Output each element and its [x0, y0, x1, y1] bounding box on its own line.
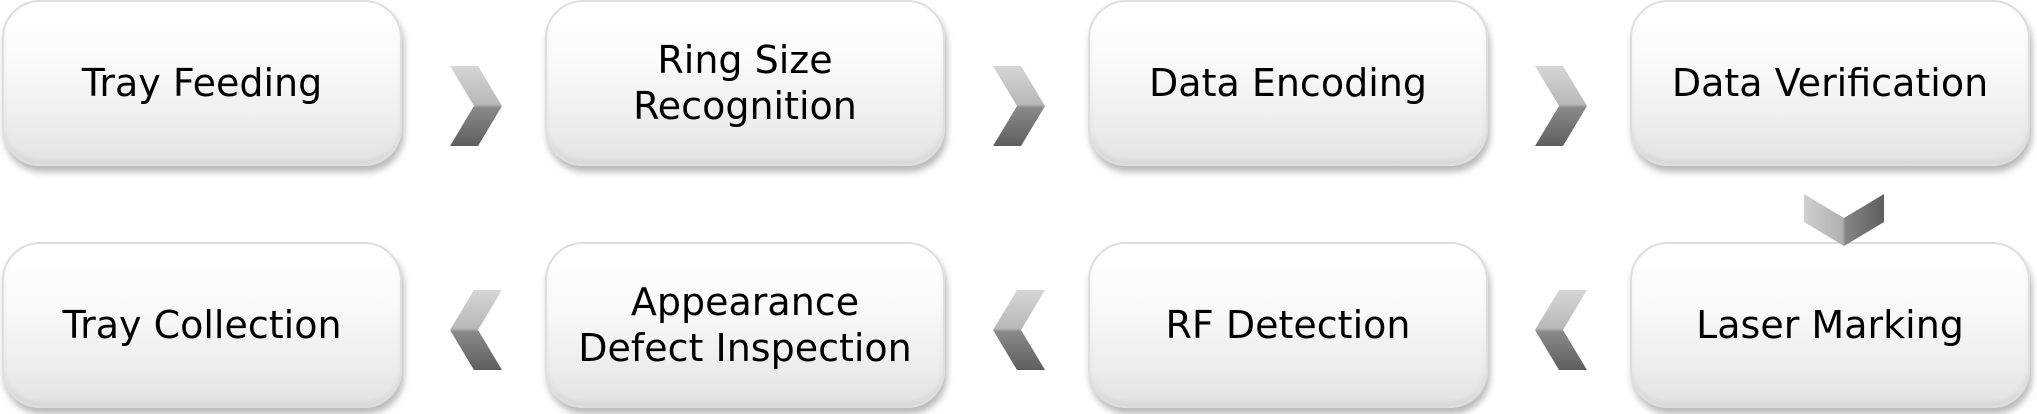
step-data-encoding: Data Encoding	[1088, 0, 1488, 166]
chevron-left-icon	[448, 288, 504, 372]
chevron-left-icon	[1533, 288, 1589, 372]
step-label: Laser Marking	[1696, 303, 1964, 347]
chevron-left-icon	[991, 288, 1047, 372]
step-label: Ring Size Recognition	[633, 38, 857, 128]
chevron-right-icon	[1533, 64, 1589, 148]
chevron-right-icon	[448, 64, 504, 148]
chevron-right-icon	[991, 64, 1047, 148]
step-ring-size-recognition: Ring Size Recognition	[545, 0, 945, 166]
step-rf-detection: RF Detection	[1088, 242, 1488, 408]
step-laser-marking: Laser Marking	[1630, 242, 2030, 408]
step-label: Appearance Defect Inspection	[578, 280, 912, 370]
step-label: Data Encoding	[1149, 61, 1427, 105]
step-label: Data Verification	[1671, 61, 1989, 105]
step-label: RF Detection	[1165, 303, 1411, 347]
step-label: Tray Feeding	[81, 61, 323, 105]
step-tray-feeding: Tray Feeding	[2, 0, 402, 166]
step-label: Tray Collection	[62, 303, 342, 347]
step-data-verification: Data Verification	[1630, 0, 2030, 166]
step-appearance-defect-inspection: Appearance Defect Inspection	[545, 242, 945, 408]
step-tray-collection: Tray Collection	[2, 242, 402, 408]
chevron-down-icon	[1802, 192, 1886, 248]
